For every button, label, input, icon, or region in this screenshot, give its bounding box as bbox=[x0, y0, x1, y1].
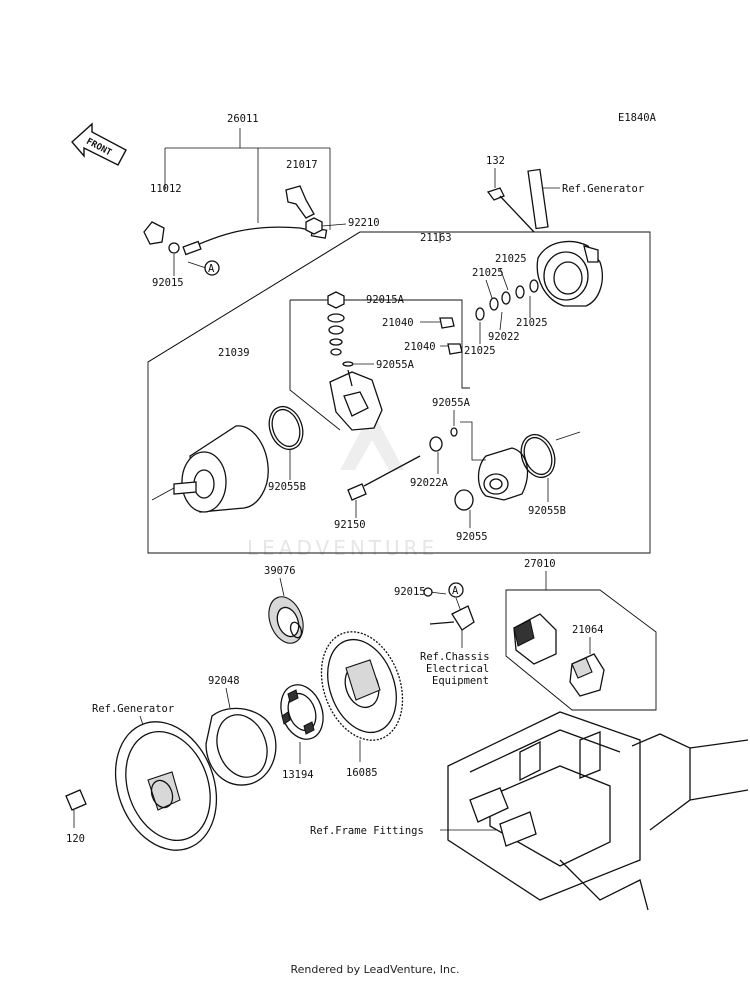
label-16085: 16085 bbox=[346, 767, 378, 779]
diagram-code: E1840A bbox=[618, 112, 657, 124]
label-21025-a: 21025 bbox=[495, 253, 527, 265]
label-92022: 92022 bbox=[488, 331, 520, 343]
label-92015-mid: 92015 bbox=[394, 586, 426, 598]
label-92022a: 92022A bbox=[410, 477, 449, 489]
label-92015-top: 92015 bbox=[152, 277, 184, 289]
label-21025-d: 21025 bbox=[464, 345, 496, 357]
cable-group: 26011 11012 21017 92210 92015 A bbox=[143, 113, 380, 289]
generator-rotor: Ref.Generator 120 bbox=[65, 703, 218, 851]
label-92150: 92150 bbox=[334, 519, 366, 531]
label-39076: 39076 bbox=[264, 565, 296, 577]
label-92055b-right: 92055B bbox=[528, 505, 566, 517]
label-21039: 21039 bbox=[218, 347, 250, 359]
starter-motor-housing: 92055B bbox=[151, 405, 306, 513]
label-27010: 27010 bbox=[524, 558, 556, 570]
label-21040-b: 21040 bbox=[404, 341, 436, 353]
label-21163: 21163 bbox=[420, 232, 452, 244]
starter-relay-group: 27010 21064 92015 A Ref.Chassis Electric… bbox=[394, 558, 657, 711]
callout-a-mid-text: A bbox=[452, 585, 459, 597]
label-26011: 26011 bbox=[227, 113, 259, 125]
label-21017: 21017 bbox=[286, 159, 318, 171]
label-21025-b: 21025 bbox=[472, 267, 504, 279]
watermark-text: LEADVENTURE bbox=[247, 536, 438, 560]
label-21064: 21064 bbox=[572, 624, 604, 636]
label-92055a-top: 92055A bbox=[376, 359, 415, 371]
label-13194: 13194 bbox=[282, 769, 314, 781]
through-bolts: 92150 92022A 92055A bbox=[334, 397, 471, 531]
footer-credit: Rendered by LeadVenture, Inc. bbox=[290, 963, 460, 976]
label-92055b-left: 92055B bbox=[268, 481, 306, 493]
label-120: 120 bbox=[66, 833, 85, 845]
label-132: 132 bbox=[486, 155, 505, 167]
callout-a-top bbox=[204, 260, 220, 276]
label-92015a: 92015A bbox=[366, 294, 405, 306]
label-21040-a: 21040 bbox=[382, 317, 414, 329]
ref-frame-fittings: Ref.Frame Fittings bbox=[310, 825, 424, 837]
label-11012: 11012 bbox=[150, 183, 182, 195]
ring-gear-16085: 16085 bbox=[320, 631, 404, 779]
clutch-13194: 13194 bbox=[280, 684, 324, 781]
ref-chassis-line1: Ref.Chassis bbox=[420, 651, 490, 663]
label-92055a-mid: 92055A bbox=[432, 397, 471, 409]
label-92055: 92055 bbox=[456, 531, 488, 543]
bolt-132-group: 132 Ref.Generator bbox=[486, 155, 644, 233]
label-21025-c: 21025 bbox=[516, 317, 548, 329]
frame-fittings: Ref.Frame Fittings bbox=[310, 711, 749, 911]
brush-holder-group: 92015A 21040 21040 21039 92055A bbox=[218, 291, 463, 431]
label-92048: 92048 bbox=[208, 675, 240, 687]
front-arrow-icon: FRONT bbox=[71, 122, 127, 166]
label-92210: 92210 bbox=[348, 217, 380, 229]
ref-generator-top: Ref.Generator bbox=[562, 183, 644, 195]
starter-front-housing: 92055B 92055 bbox=[454, 421, 581, 543]
washer-stack: 21025 21025 21025 92022 21025 bbox=[464, 253, 548, 357]
ref-generator-bottom: Ref.Generator bbox=[92, 703, 174, 715]
callout-a-mid bbox=[448, 582, 464, 598]
ref-chassis-line3: Equipment bbox=[432, 675, 489, 687]
starter-end-cover bbox=[536, 240, 603, 307]
callout-a-top-text: A bbox=[208, 263, 215, 275]
leadventure-watermark: LEADVENTURE bbox=[247, 410, 438, 560]
idle-gear-39076: 39076 bbox=[264, 565, 304, 644]
ref-chassis-line2: Electrical bbox=[426, 663, 489, 675]
plate-92048: 92048 bbox=[205, 675, 277, 786]
starter-assembly-frame: 21163 bbox=[147, 231, 651, 554]
